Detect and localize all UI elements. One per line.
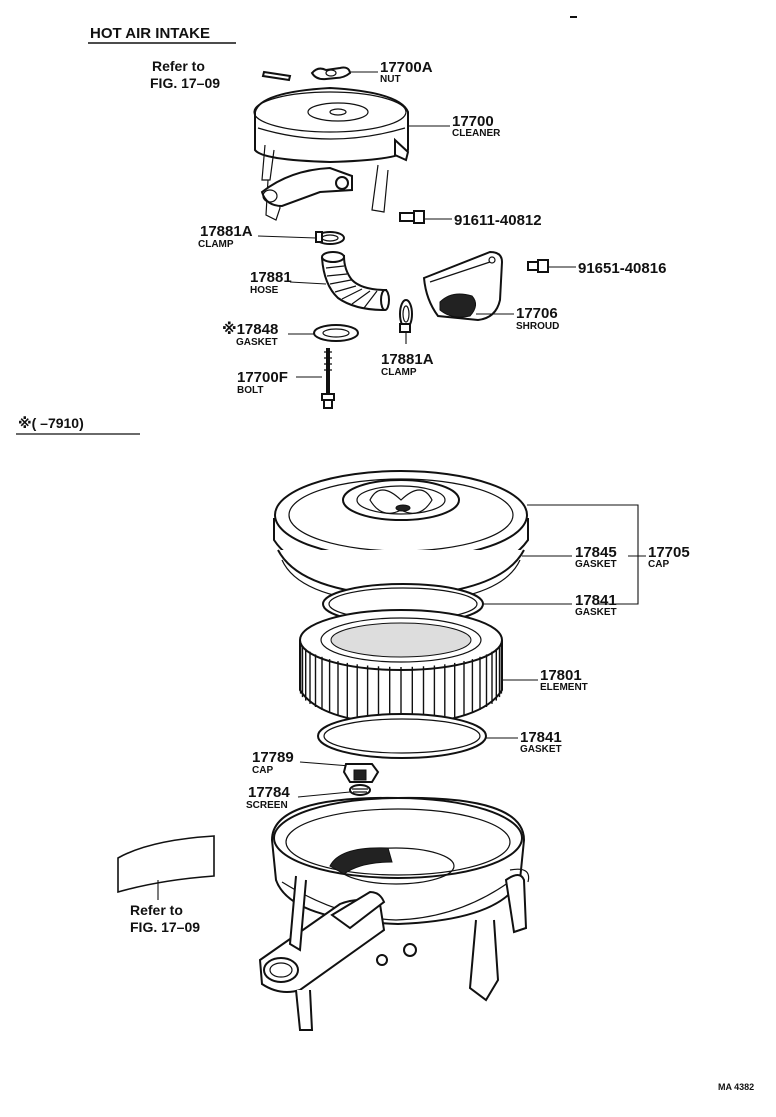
air-cleaner-body: [258, 796, 530, 1031]
label-17841-bot-num: 17841: [520, 729, 562, 746]
refer-bottom-pad: [117, 835, 215, 894]
label-17801-name: ELEMENT: [540, 682, 588, 693]
label-17700F-num: 17700F: [237, 369, 288, 386]
label-17700-num: 17700: [452, 113, 494, 130]
cap-bracket: [527, 504, 639, 605]
label-17705-name: CAP: [648, 559, 669, 570]
diagram-title: HOT AIR INTAKE: [90, 25, 210, 42]
label-17705-num: 17705: [648, 544, 690, 561]
nut-17700A: [310, 66, 352, 81]
label-17845-name: GASKET: [575, 559, 617, 570]
bolt-17700F: [321, 348, 335, 409]
range-note: ※( –7910): [18, 415, 84, 431]
refer-bottom-line1: Refer to: [130, 902, 183, 918]
clamp-17881A-bottom: [399, 299, 413, 333]
label-91611-num: 91611-40812: [454, 212, 542, 229]
label-17789-name: CAP: [252, 765, 273, 776]
label-17881-num: 17881: [250, 269, 292, 286]
shroud-17706: [422, 250, 504, 322]
element-17801: [299, 609, 503, 726]
label-17700A-num: 17700A: [380, 59, 433, 76]
gasket-17841-bottom: [317, 713, 487, 759]
label-17848-num: ※17848: [222, 320, 278, 338]
screen-17784: [349, 784, 371, 796]
refer-top-line2: FIG. 17–09: [150, 75, 220, 91]
label-17841-top-num: 17841: [575, 592, 617, 609]
label-91651-num: 91651-40816: [578, 260, 666, 277]
gasket-17848: [313, 324, 359, 342]
refer-top-bracket-part: [261, 70, 292, 82]
label-17700-name: CLEANER: [452, 128, 501, 139]
refer-top-line1: Refer to: [152, 58, 205, 74]
label-17881A-bot-name: CLAMP: [381, 367, 417, 378]
label-17881A-bot-num: 17881A: [381, 351, 434, 368]
label-17841-top-name: GASKET: [575, 607, 617, 618]
clamp-17881A-top: [315, 231, 345, 245]
label-17881A-top-name: CLAMP: [198, 239, 234, 250]
air-cleaner-top: [253, 86, 410, 221]
label-17706-num: 17706: [516, 305, 558, 322]
label-17801-num: 17801: [540, 667, 582, 684]
cap-17789: [342, 763, 380, 783]
label-17881A-top-num: 17881A: [200, 223, 253, 240]
label-17706-name: SHROUD: [516, 321, 559, 332]
label-17700F-name: BOLT: [237, 385, 263, 396]
label-17881-name: HOSE: [250, 285, 279, 296]
bolt-91651-40816: [527, 259, 549, 273]
label-17784-name: SCREEN: [246, 800, 288, 811]
label-17789-num: 17789: [252, 749, 294, 766]
hose-17881: [320, 251, 390, 312]
label-17784-num: 17784: [248, 784, 290, 801]
label-17700A-name: NUT: [380, 74, 401, 85]
label-17845-num: 17845: [575, 544, 617, 561]
bolt-91611-40812: [399, 210, 425, 224]
label-17848-name: GASKET: [236, 337, 278, 348]
label-17841-bot-name: GASKET: [520, 744, 562, 755]
figure-code: MA 4382: [718, 1082, 754, 1092]
refer-bottom-line2: FIG. 17–09: [130, 919, 200, 935]
